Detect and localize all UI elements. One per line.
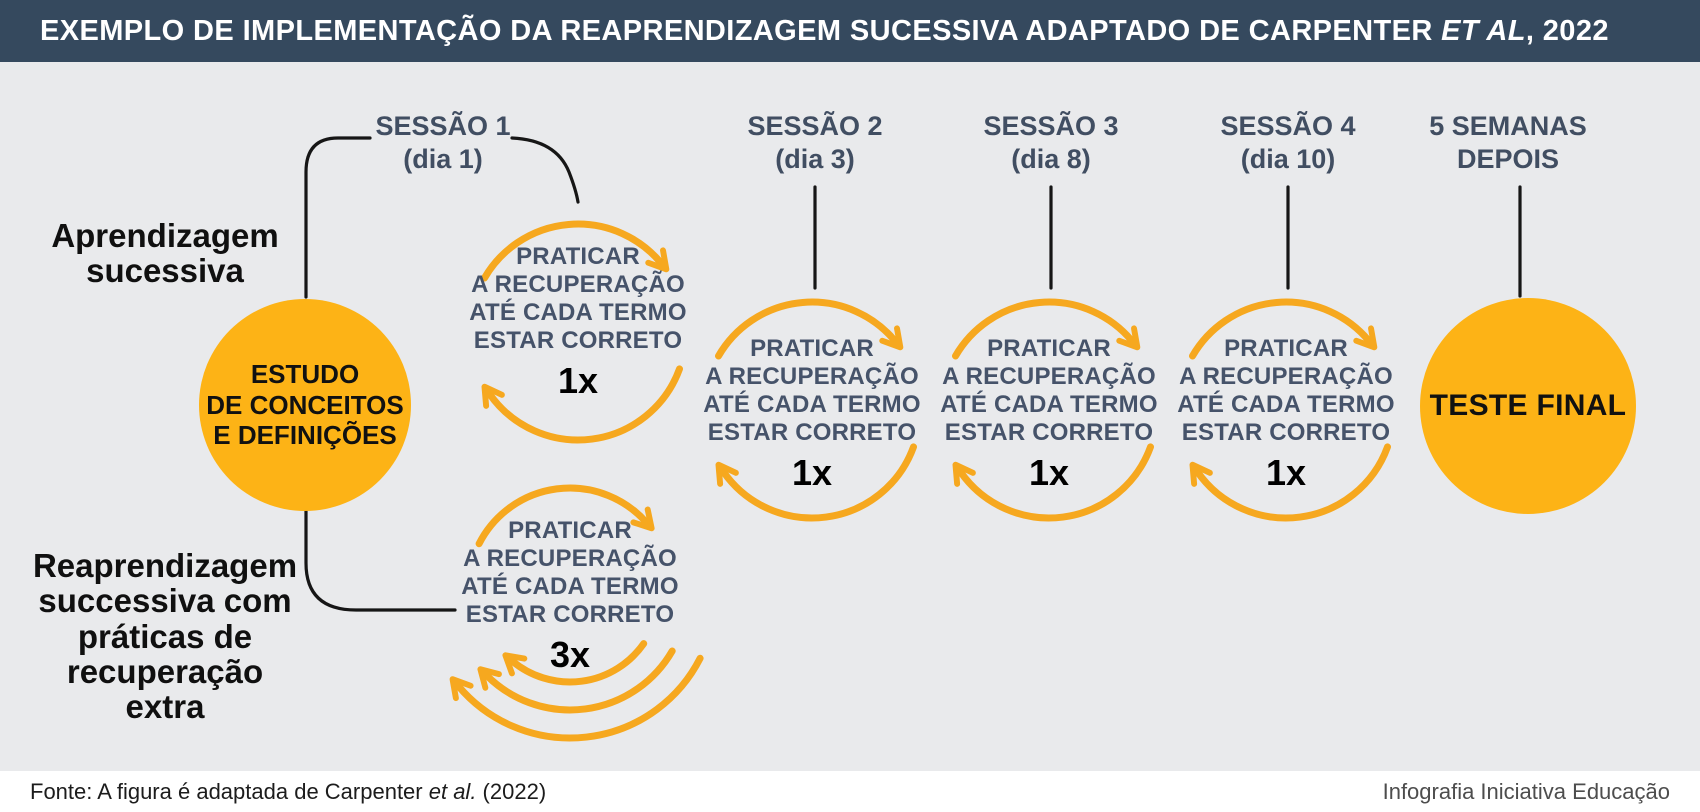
loop-line: ESTAR CORRETO bbox=[1181, 419, 1391, 446]
session-day: (dia 1) bbox=[403, 143, 483, 174]
row-label-successive-learning: Aprendizagem sucessiva bbox=[15, 218, 315, 289]
session-header-2: SESSÃO 2 (dia 3) bbox=[705, 110, 925, 176]
row-label-line: successiva com bbox=[38, 582, 292, 620]
row-label-line: práticas de bbox=[77, 617, 253, 655]
session-header-1: SESSÃO 1 (dia 1) bbox=[333, 110, 553, 176]
repeat-count: 1x bbox=[557, 360, 599, 401]
loop-line: ATÉ CADA TERMO bbox=[703, 391, 921, 418]
session-day: (dia 3) bbox=[775, 143, 855, 174]
session-label: SESSÃO 4 bbox=[1220, 111, 1356, 141]
final-test-label: TESTE FINAL bbox=[1429, 389, 1627, 422]
session-day: (dia 8) bbox=[1011, 143, 1091, 174]
session-label: SESSÃO 2 bbox=[747, 111, 883, 141]
row-label-line: recuperação bbox=[66, 652, 264, 690]
practice-loop-session-1: PRATICAR A RECUPERAÇÃO ATÉ CADA TERMO ES… bbox=[443, 243, 713, 402]
row-label-successive-relearning: Reaprendizagem successiva com práticas d… bbox=[15, 547, 315, 726]
credit-note: Infografia Iniciativa Educação bbox=[1382, 778, 1670, 804]
loop-line: PRATICAR bbox=[516, 243, 640, 270]
page-title-text: EXEMPLO DE IMPLEMENTAÇÃO DA REAPRENDIZAG… bbox=[40, 14, 1442, 47]
session-label: SESSÃO 1 bbox=[375, 111, 511, 141]
practice-loop-session-4: PRATICAR A RECUPERAÇÃO ATÉ CADA TERMO ES… bbox=[1151, 335, 1421, 494]
session-header-4: SESSÃO 4 (dia 10) bbox=[1178, 110, 1398, 176]
loop-line: A RECUPERAÇÃO bbox=[463, 545, 677, 572]
source-note-year: (2022) bbox=[476, 778, 547, 804]
loop-line: ATÉ CADA TERMO bbox=[940, 391, 1158, 418]
repeat-count: 1x bbox=[1265, 452, 1307, 493]
row-label-line: sucessiva bbox=[86, 252, 244, 290]
source-note: Fonte: A figura é adaptada de Carpenter … bbox=[30, 779, 546, 805]
session-label: SESSÃO 3 bbox=[983, 111, 1119, 141]
loop-line: A RECUPERAÇÃO bbox=[705, 363, 919, 390]
loop-line: A RECUPERAÇÃO bbox=[1179, 363, 1393, 390]
loop-line: ESTAR CORRETO bbox=[465, 601, 675, 628]
loop-line: ESTAR CORRETO bbox=[473, 327, 683, 354]
session-header-5weeks: 5 SEMANAS DEPOIS bbox=[1398, 110, 1618, 176]
session-label: 5 SEMANAS bbox=[1429, 111, 1587, 141]
source-note-text: Fonte: A figura é adaptada de Carpenter bbox=[30, 778, 429, 804]
practice-loop-session-2: PRATICAR A RECUPERAÇÃO ATÉ CADA TERMO ES… bbox=[677, 335, 947, 494]
practice-loop-extra: PRATICAR A RECUPERAÇÃO ATÉ CADA TERMO ES… bbox=[435, 517, 705, 676]
session-day: (dia 10) bbox=[1240, 143, 1336, 174]
footer: Fonte: A figura é adaptada de Carpenter … bbox=[0, 771, 1700, 812]
loop-line: PRATICAR bbox=[750, 335, 874, 362]
loop-line: ESTAR CORRETO bbox=[707, 419, 917, 446]
practice-loop-session-3: PRATICAR A RECUPERAÇÃO ATÉ CADA TERMO ES… bbox=[914, 335, 1184, 494]
loop-line: PRATICAR bbox=[1224, 335, 1348, 362]
session-header-3: SESSÃO 3 (dia 8) bbox=[941, 110, 1161, 176]
loop-line: ESTAR CORRETO bbox=[944, 419, 1154, 446]
repeat-count: 3x bbox=[549, 634, 591, 675]
page-title-italic: ET AL bbox=[1441, 14, 1526, 47]
final-test-node: TESTE FINAL bbox=[1420, 298, 1636, 514]
loop-line: A RECUPERAÇÃO bbox=[471, 271, 685, 298]
source-note-italic: et al. bbox=[428, 778, 477, 804]
row-label-line: extra bbox=[125, 688, 205, 726]
repeat-count: 1x bbox=[791, 452, 833, 493]
loop-line: ATÉ CADA TERMO bbox=[461, 573, 679, 600]
loop-line: ATÉ CADA TERMO bbox=[1177, 391, 1395, 418]
loop-line: A RECUPERAÇÃO bbox=[942, 363, 1156, 390]
loop-line: PRATICAR bbox=[987, 335, 1111, 362]
title-bar: EXEMPLO DE IMPLEMENTAÇÃO DA REAPRENDIZAG… bbox=[0, 0, 1700, 62]
study-node-line: DE CONCEITOS bbox=[206, 389, 404, 420]
repeat-count: 1x bbox=[1028, 452, 1070, 493]
study-node-line: E DEFINIÇÕES bbox=[213, 420, 397, 451]
row-label-line: Aprendizagem bbox=[51, 217, 279, 254]
loop-line: PRATICAR bbox=[508, 517, 632, 544]
study-node-line: ESTUDO bbox=[250, 359, 360, 390]
row-label-line: Reaprendizagem bbox=[32, 547, 298, 584]
page-title-year: , 2022 bbox=[1525, 14, 1609, 47]
page-title: EXEMPLO DE IMPLEMENTAÇÃO DA REAPRENDIZAG… bbox=[0, 15, 1609, 48]
loop-line: ATÉ CADA TERMO bbox=[469, 299, 687, 326]
line-study-to-loop5 bbox=[304, 507, 457, 612]
session-day: DEPOIS bbox=[1456, 143, 1560, 174]
study-node: ESTUDO DE CONCEITOS E DEFINIÇÕES bbox=[199, 299, 411, 511]
